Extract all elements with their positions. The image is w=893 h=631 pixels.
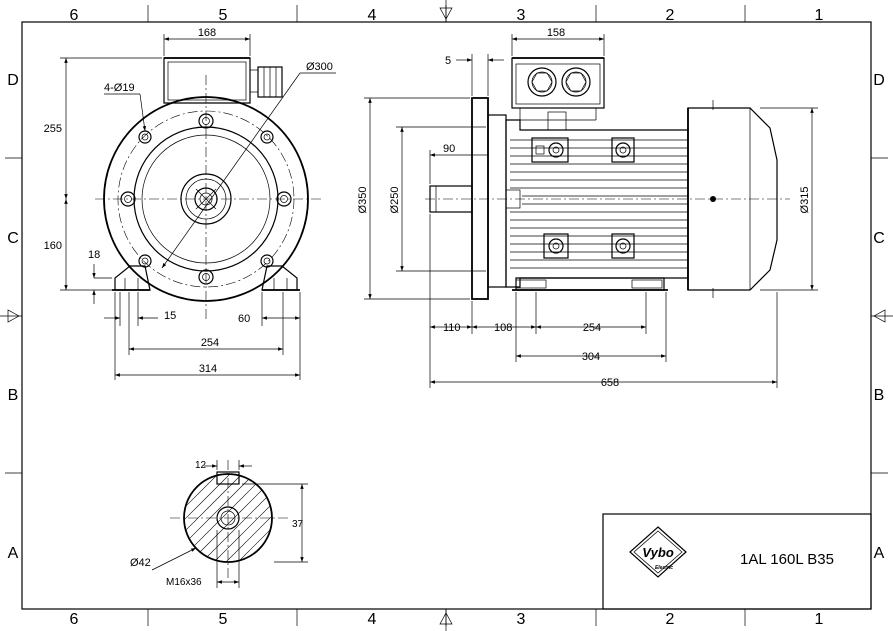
dim-flange-thickness: 5: [445, 55, 451, 67]
zone-col-6-bottom: 6: [70, 611, 79, 628]
vybo-logo: Vybo Electric: [629, 526, 687, 578]
dim-spigot-dia: Ø250: [389, 187, 401, 214]
front-view: 168 4-Ø19 Ø300 255 160 18 15 60: [44, 27, 336, 380]
zone-row-b-left: B: [8, 387, 19, 404]
dim-shaft-ext: 110: [443, 322, 461, 334]
side-view: 5 158 90 Ø350 Ø250 Ø315 110 10: [357, 27, 818, 389]
zone-col-1-top: 1: [815, 7, 824, 24]
shaft-section: 12 37 Ø42 M16x36: [130, 460, 308, 588]
cooling-fins: [510, 139, 688, 269]
zone-col-6-top: 6: [70, 7, 79, 24]
flange-holes: [120, 113, 292, 285]
dim-shaft-height-top: 255: [44, 123, 62, 135]
dim-box-width: 158: [547, 27, 565, 39]
dim-shaft-length: 90: [443, 143, 455, 155]
title-block: Vybo Electric 1AL 160L B35: [602, 513, 872, 610]
dim-flange-to-foot: 108: [494, 322, 512, 334]
zone-row-c-right: C: [873, 230, 885, 247]
dim-thread: M16x36: [166, 577, 202, 588]
dim-overall-length: 658: [601, 377, 619, 389]
dim-terminal-width: 168: [198, 27, 216, 39]
zone-col-3-bottom: 3: [517, 611, 526, 628]
zone-col-5-bottom: 5: [219, 611, 228, 628]
dim-shaft-dia: Ø42: [130, 557, 151, 569]
logo-sub: Electric: [655, 565, 673, 571]
dim-foot-holes-spacing: 254: [583, 322, 601, 334]
logo-text: Vybo: [642, 545, 674, 560]
zone-row-d-right: D: [873, 72, 885, 89]
zone-col-2-top: 2: [666, 7, 675, 24]
dim-flange-dia: Ø350: [357, 187, 369, 214]
dim-foot-width: 60: [238, 313, 250, 325]
zone-row-b-right: B: [874, 387, 885, 404]
zone-col-5-top: 5: [219, 7, 228, 24]
zone-row-a-left: A: [8, 545, 19, 562]
zone-labels: 6 5 4 3 2 1 6 5 4 3 2 1 D C B A D C B A: [7, 7, 885, 628]
zone-row-d-left: D: [7, 72, 19, 89]
dim-flange-pcd: Ø300: [306, 61, 333, 73]
dim-foot-spacing: 254: [201, 337, 219, 349]
zone-col-3-top: 3: [517, 7, 526, 24]
zone-col-1-bottom: 1: [815, 611, 824, 628]
dim-foot-height: 18: [88, 249, 100, 261]
model-designation: 1AL 160L B35: [740, 551, 834, 568]
zone-row-c-left: C: [7, 230, 19, 247]
zone-col-4-bottom: 4: [368, 611, 377, 628]
dim-foot-slot: 15: [164, 310, 176, 322]
zone-row-a-right: A: [874, 545, 885, 562]
dim-foot-length: 304: [582, 351, 600, 363]
zone-col-2-bottom: 2: [666, 611, 675, 628]
dim-shaft-height: 160: [44, 240, 62, 252]
dim-overall-width: 314: [199, 363, 217, 375]
dim-key-width: 12: [195, 460, 207, 471]
dim-key-height: 37: [292, 519, 304, 530]
zone-col-4-top: 4: [368, 7, 377, 24]
dim-frame-dia: Ø315: [799, 187, 811, 214]
dim-holes: 4-Ø19: [104, 82, 135, 94]
